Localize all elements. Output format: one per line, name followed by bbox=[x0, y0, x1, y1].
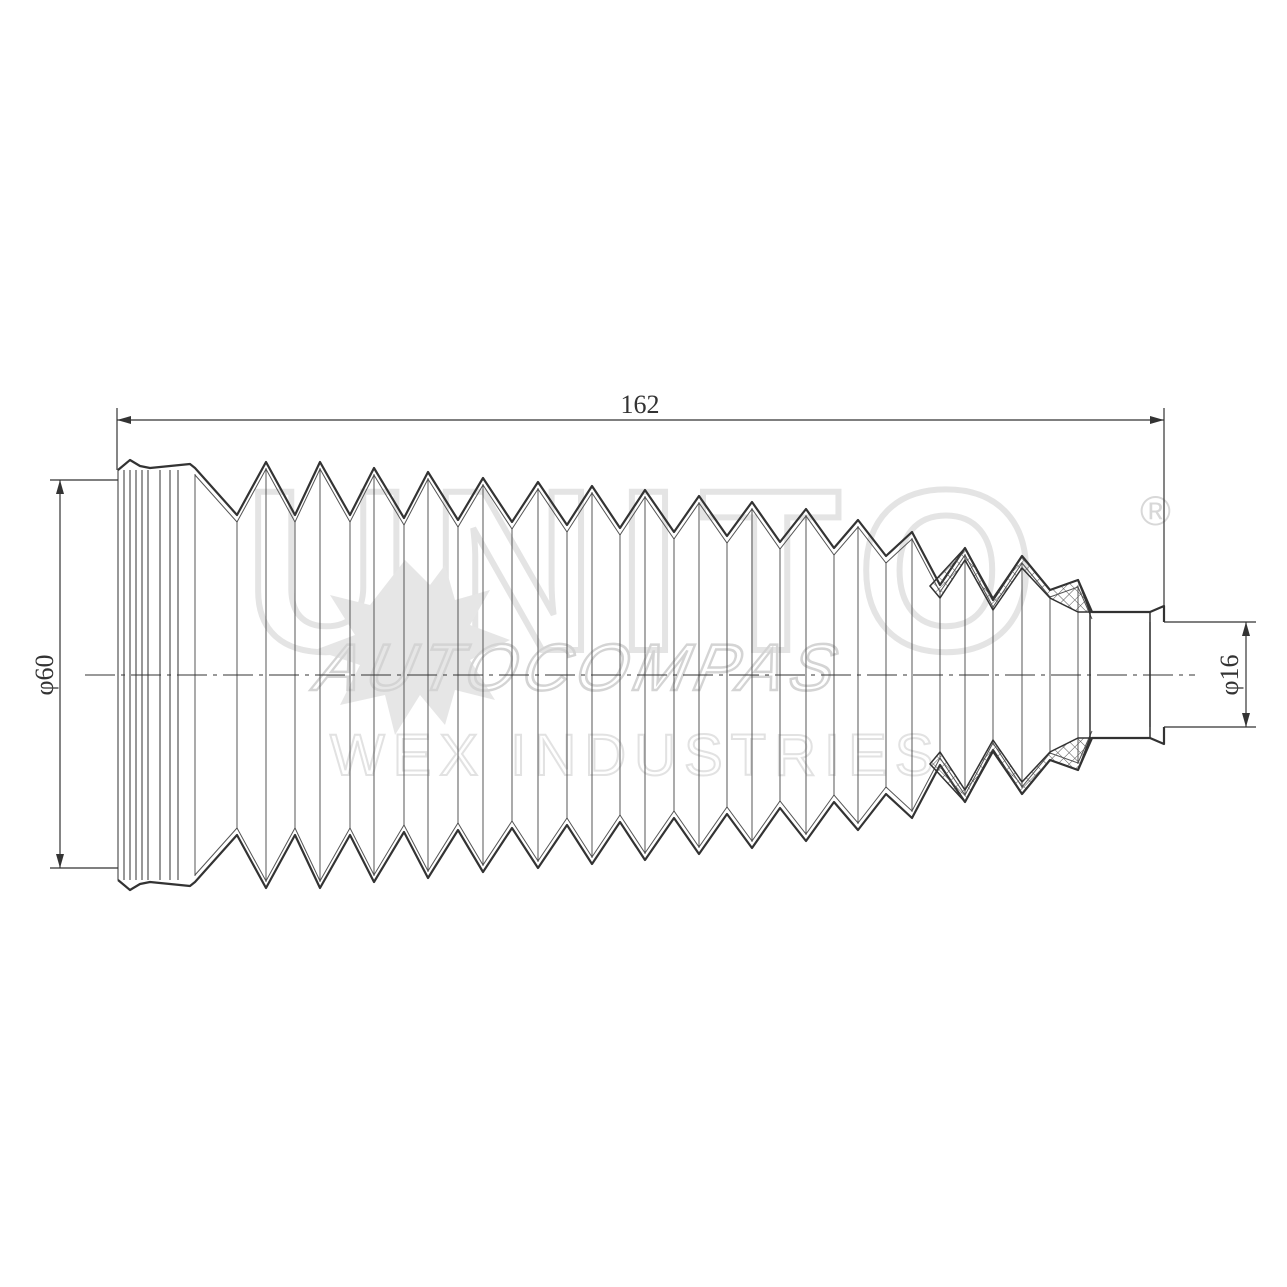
watermark-registered: ® bbox=[1140, 487, 1171, 534]
watermark-brand: AUTOCOMPAS bbox=[306, 632, 849, 705]
section-hatch-top bbox=[929, 546, 1092, 613]
dimension-length-label: 162 bbox=[621, 390, 660, 419]
dimension-small-diameter-label: φ16 bbox=[1215, 654, 1244, 695]
watermark: UNITO ® AUTOCOMPAS WEX INDUSTRIES bbox=[241, 439, 1171, 789]
dimension-large-diameter-label: φ60 bbox=[30, 654, 59, 695]
dimension-small-diameter bbox=[1164, 621, 1256, 728]
section-hatch-bottom bbox=[929, 737, 1092, 804]
dimension-length bbox=[116, 408, 1165, 610]
boot-body bbox=[117, 458, 1166, 892]
watermark-company: WEX INDUSTRIES bbox=[330, 723, 942, 788]
maple-leaf-logo bbox=[315, 560, 510, 735]
dimension-large-diameter bbox=[50, 479, 118, 869]
